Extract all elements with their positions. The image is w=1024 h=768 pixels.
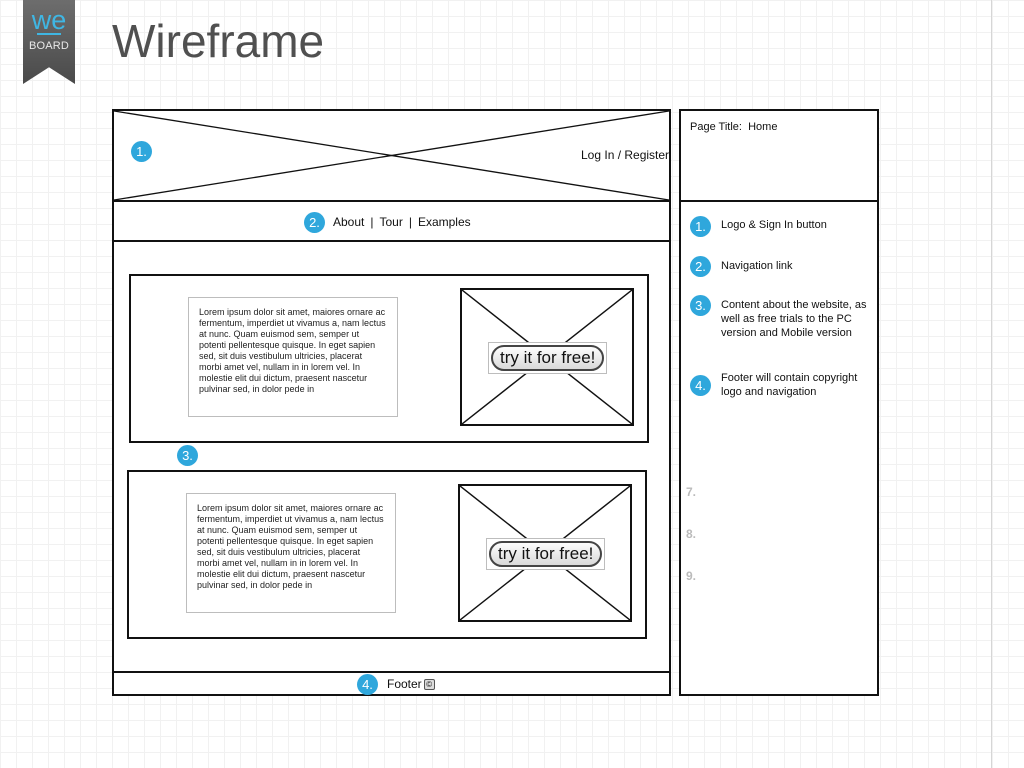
nav-bar: About | Tour | Examples (333, 215, 471, 229)
content-card (129, 274, 649, 443)
logo-board-text: BOARD (28, 40, 70, 52)
nav-link-examples[interactable]: Examples (417, 215, 471, 229)
slide-title: Wireframe (112, 15, 325, 67)
annotation-empty-8: 8. (686, 527, 697, 541)
footer-label: Footer© (387, 677, 435, 691)
try-button-frame: try it for free! (488, 342, 608, 374)
annotation-empty-7: 7. (686, 485, 697, 499)
badge-footer: 4. (357, 674, 378, 695)
nav-separator: | (408, 215, 412, 229)
annotation-note: Footer will contain copyright logo and n… (721, 372, 858, 398)
annotation-note: Logo & Sign In button (721, 219, 827, 231)
weboard-logo: we BOARD (23, 0, 75, 84)
nav-link-tour[interactable]: Tour (379, 215, 403, 229)
badge-content: 3. (177, 445, 198, 466)
annotation-panel (679, 109, 879, 696)
content-card (127, 470, 647, 639)
card-text: Lorem ipsum dolor sit amet, maiores orna… (186, 493, 396, 613)
annotation-note: Content about the website, as well as fr… (721, 299, 867, 339)
logo-underline (37, 33, 61, 35)
header-image-placeholder (114, 111, 669, 200)
try-free-button[interactable]: try it for free! (489, 541, 603, 567)
annotation-page-title: Page Title: Home (690, 121, 778, 133)
annotation-divider (681, 200, 877, 202)
annotation-badge-4: 4. (690, 375, 711, 396)
header-divider (114, 200, 669, 202)
annotation-empty-9: 9. (686, 569, 697, 583)
try-button-frame: try it for free! (486, 538, 606, 570)
copyright-icon: © (423, 679, 435, 691)
login-register-link[interactable]: Log In / Register (581, 148, 670, 162)
badge-navigation: 2. (304, 212, 325, 233)
annotation-badge-2: 2. (690, 256, 711, 277)
logo-we-text: we (31, 5, 67, 35)
try-free-button[interactable]: try it for free! (491, 345, 605, 371)
annotation-badge-1: 1. (690, 216, 711, 237)
nav-link-about[interactable]: About (333, 215, 365, 229)
badge-header: 1. (131, 141, 152, 162)
annotation-badge-3: 3. (690, 295, 711, 316)
card-text: Lorem ipsum dolor sit amet, maiores orna… (188, 297, 398, 417)
right-margin-rule (991, 0, 992, 768)
footer-divider (114, 671, 669, 673)
annotation-note: Navigation link (721, 260, 793, 272)
nav-separator: | (370, 215, 374, 229)
nav-divider (114, 240, 669, 242)
footer-text: Footer (387, 677, 422, 691)
